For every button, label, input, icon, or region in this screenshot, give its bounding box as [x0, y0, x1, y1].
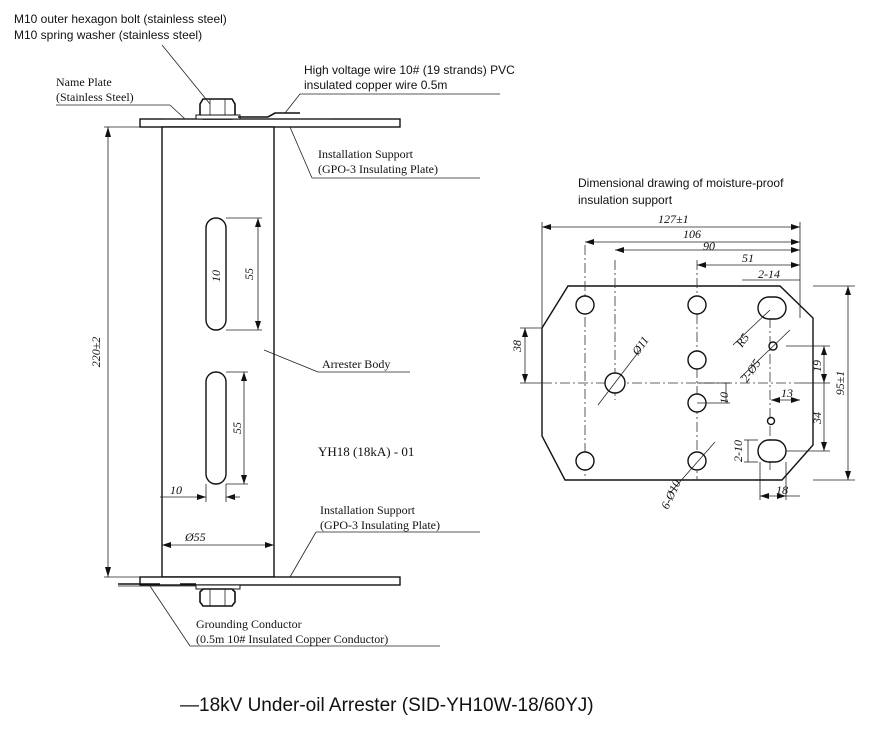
upper-slot-length-label: 55 — [242, 268, 256, 280]
hv-wire-label: High voltage wire 10# (19 strands) PVC — [304, 63, 515, 77]
dim-18-label: 18 — [776, 483, 788, 497]
lower-slot — [205, 371, 227, 485]
lower-slot-dimension: 55 — [226, 371, 248, 485]
hole-tl — [575, 295, 595, 315]
slot-top — [757, 296, 787, 320]
bottom-plate — [139, 576, 401, 586]
top-plate — [139, 118, 401, 128]
model-text: YH18 (18kA) - 01 — [318, 444, 414, 459]
upper-slot — [205, 217, 227, 331]
plate-view: Dimensional drawing of moisture-proof in… — [510, 176, 855, 511]
dim-38-label: 38 — [510, 340, 524, 353]
radius-label: R5 — [732, 331, 752, 351]
dim-10-group: 10 — [697, 382, 731, 404]
arrester-body — [161, 126, 275, 578]
dim-90-label: 90 — [703, 239, 715, 253]
dim-drawing-title: Dimensional drawing of moisture-proof — [578, 176, 784, 190]
install-bottom-sublabel: (GPO-3 Insulating Plate) — [320, 518, 440, 532]
upper-slot-dimension: 55 — [226, 217, 262, 331]
figure-caption: —18kV Under-oil Arrester (SID-YH10W-18/6… — [180, 695, 594, 716]
bolt-callout: M10 outer hexagon bolt (stainless steel)… — [14, 12, 227, 105]
install-top-label: Installation Support — [318, 147, 414, 161]
dim-13-label: 13 — [781, 386, 793, 400]
bolt-label: M10 outer hexagon bolt (stainless steel) — [14, 12, 227, 26]
install-top-sublabel: (GPO-3 Insulating Plate) — [318, 162, 438, 176]
ground-callout: Grounding Conductor (0.5m 10# Insulated … — [149, 585, 440, 647]
dim-13-group: 13 — [771, 386, 800, 403]
nameplate-label: Name Plate — [56, 75, 112, 89]
install-bottom-callout: Installation Support (GPO-3 Insulating P… — [289, 503, 480, 578]
ground-label: Grounding Conductor — [196, 617, 302, 631]
hole-mm — [687, 350, 707, 370]
plate-top-dims: 127±1 106 90 51 2-14 — [541, 212, 801, 328]
plate-left-dims: 38 — [510, 327, 542, 384]
install-top-callout: Installation Support (GPO-3 Insulating P… — [289, 126, 480, 179]
slot-height-label: 2-10 — [731, 440, 745, 462]
washer-label: M10 spring washer (stainless steel) — [14, 28, 202, 42]
body-callout: Arrester Body — [263, 349, 410, 373]
slot-spec-label: 2-14 — [758, 267, 780, 281]
hv-wire-sublabel: insulated copper wire 0.5m — [304, 78, 447, 92]
top-bolt — [195, 98, 241, 120]
height-dimension: 220±2 — [89, 126, 140, 578]
hole-tm — [687, 295, 707, 315]
lower-slot-width-dimension: 10 — [160, 483, 240, 502]
plate-right-dims: 19 34 95±1 — [786, 285, 855, 481]
slot-bottom — [757, 439, 787, 463]
corner-holes-label: 6-Ø10 — [658, 478, 684, 512]
diameter-label: Ø55 — [184, 530, 206, 544]
height-label: 220±2 — [89, 337, 103, 368]
lower-slot-width-label: 10 — [170, 483, 182, 497]
ground-sublabel: (0.5m 10# Insulated Copper Conductor) — [196, 632, 388, 646]
overall-width-label: 127±1 — [658, 212, 689, 226]
dim-106-label: 106 — [683, 227, 701, 241]
nameplate-callout: Name Plate (Stainless Steel) — [56, 75, 186, 120]
arrester-body-label: Arrester Body — [322, 357, 390, 371]
dim-51-label: 51 — [742, 251, 754, 265]
dim-drawing-subtitle: insulation support — [578, 193, 673, 207]
hv-wire-callout: High voltage wire 10# (19 strands) PVC i… — [284, 63, 515, 114]
slot-height-group: 2-10 — [731, 439, 758, 463]
side-view: 220±2 55 10 55 10 — [14, 12, 515, 647]
dim-10-label: 10 — [717, 392, 731, 404]
lower-slot-length-label: 55 — [230, 422, 244, 434]
diameter-dimension: Ø55 — [162, 530, 274, 548]
hole-small-bottom — [766, 416, 776, 426]
dim-18-group: 18 — [759, 462, 800, 500]
overall-height-label: 95±1 — [833, 371, 847, 396]
upper-slot-width-label: 10 — [209, 270, 223, 282]
dim-34-label: 34 — [810, 412, 824, 425]
bottom-bolt — [195, 584, 241, 607]
hole-bm — [687, 451, 707, 471]
install-bottom-label: Installation Support — [320, 503, 416, 517]
nameplate-sublabel: (Stainless Steel) — [56, 90, 134, 104]
hole-bl — [575, 451, 595, 471]
dim-19-label: 19 — [810, 360, 824, 372]
